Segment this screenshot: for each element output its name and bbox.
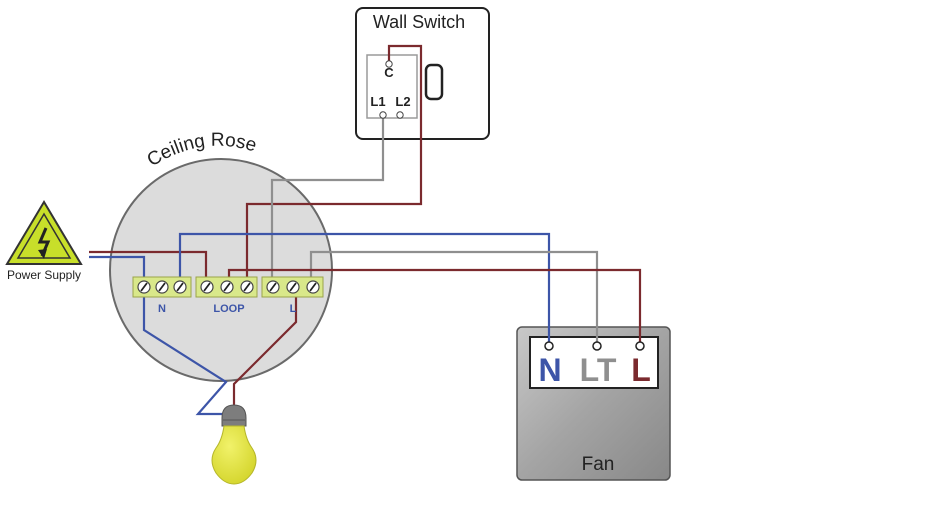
- power-supply-label: Power Supply: [7, 268, 81, 282]
- terminal-block-n: [132, 276, 192, 298]
- switch-terminal-c: [385, 60, 393, 68]
- fan-permanent-live-wire: [227, 268, 642, 343]
- fan-title: Fan: [582, 454, 615, 475]
- fan-terminal-l-label: L: [631, 352, 651, 388]
- fan-terminal-l-screw: [635, 341, 645, 351]
- fan-terminal-n-label: N: [538, 352, 561, 388]
- fan-switched-live-wire: [309, 250, 599, 343]
- fan-terminal-lt-screw: [592, 341, 602, 351]
- lamp-switched-flex: [232, 297, 298, 410]
- lightning-bolt-arrow: [38, 249, 47, 259]
- switch-terminal-c-label: C: [384, 65, 394, 80]
- fan-neutral-wire: [178, 232, 551, 343]
- rose-group-n-label: N: [158, 303, 166, 315]
- switch-terminal-l2-label: L2: [395, 94, 410, 109]
- fan-terminal-lt-label: LT: [580, 352, 617, 388]
- lamp-neutral-flex: [142, 297, 232, 416]
- switch-rocker: [424, 63, 444, 101]
- wall-switch-title: Wall Switch: [373, 12, 465, 32]
- switch-terminal-l1: [379, 111, 387, 119]
- terminal-block-loop: [195, 276, 258, 298]
- light-bulb-icon: [211, 404, 257, 485]
- terminal-block-l: [261, 276, 324, 298]
- switched-return-wire: [270, 116, 385, 280]
- rose-group-l-label: L: [290, 303, 297, 315]
- loop-to-switch-common-wire: [245, 44, 423, 280]
- fan-terminal-n-screw: [544, 341, 554, 351]
- rose-group-loop-label: LOOP: [213, 303, 244, 315]
- lightning-bolt-icon: [37, 227, 51, 257]
- switch-terminal-l2: [396, 111, 404, 119]
- supply-neutral-wire: [89, 255, 146, 281]
- supply-live-wire: [89, 250, 208, 281]
- switch-terminal-l1-label: L1: [370, 94, 385, 109]
